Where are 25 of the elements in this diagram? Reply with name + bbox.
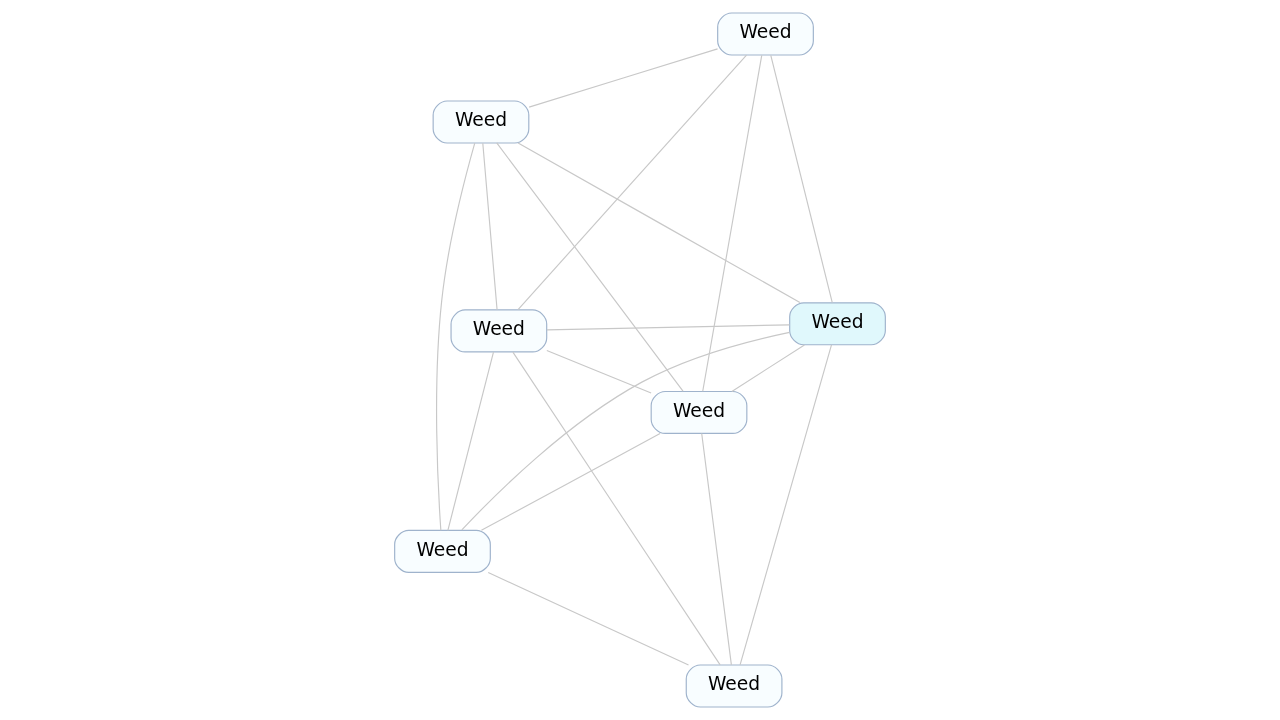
- connector: [487, 571, 690, 666]
- connector: [517, 142, 801, 304]
- connector: [512, 351, 721, 666]
- connector: [436, 142, 476, 531]
- node-box: Weed: [717, 12, 814, 56]
- connector: [517, 54, 748, 311]
- node-box: Weed: [394, 529, 491, 573]
- connector: [739, 344, 833, 666]
- connector: [480, 432, 661, 531]
- node-box: Weed: [685, 664, 783, 708]
- connector: [528, 48, 719, 108]
- connector: [702, 54, 763, 392]
- node-box: Weed: [432, 100, 530, 144]
- connector: [461, 331, 791, 531]
- node-box: Weed: [650, 390, 748, 435]
- connector: [496, 142, 684, 392]
- connector: [731, 344, 806, 393]
- connector: [701, 432, 732, 666]
- connector: [482, 142, 498, 311]
- connector: [546, 349, 652, 394]
- connector: [546, 324, 791, 331]
- connector: [447, 351, 495, 531]
- connector: [770, 54, 833, 304]
- node-box: Weed: [789, 302, 886, 346]
- node-box: Weed: [450, 309, 548, 353]
